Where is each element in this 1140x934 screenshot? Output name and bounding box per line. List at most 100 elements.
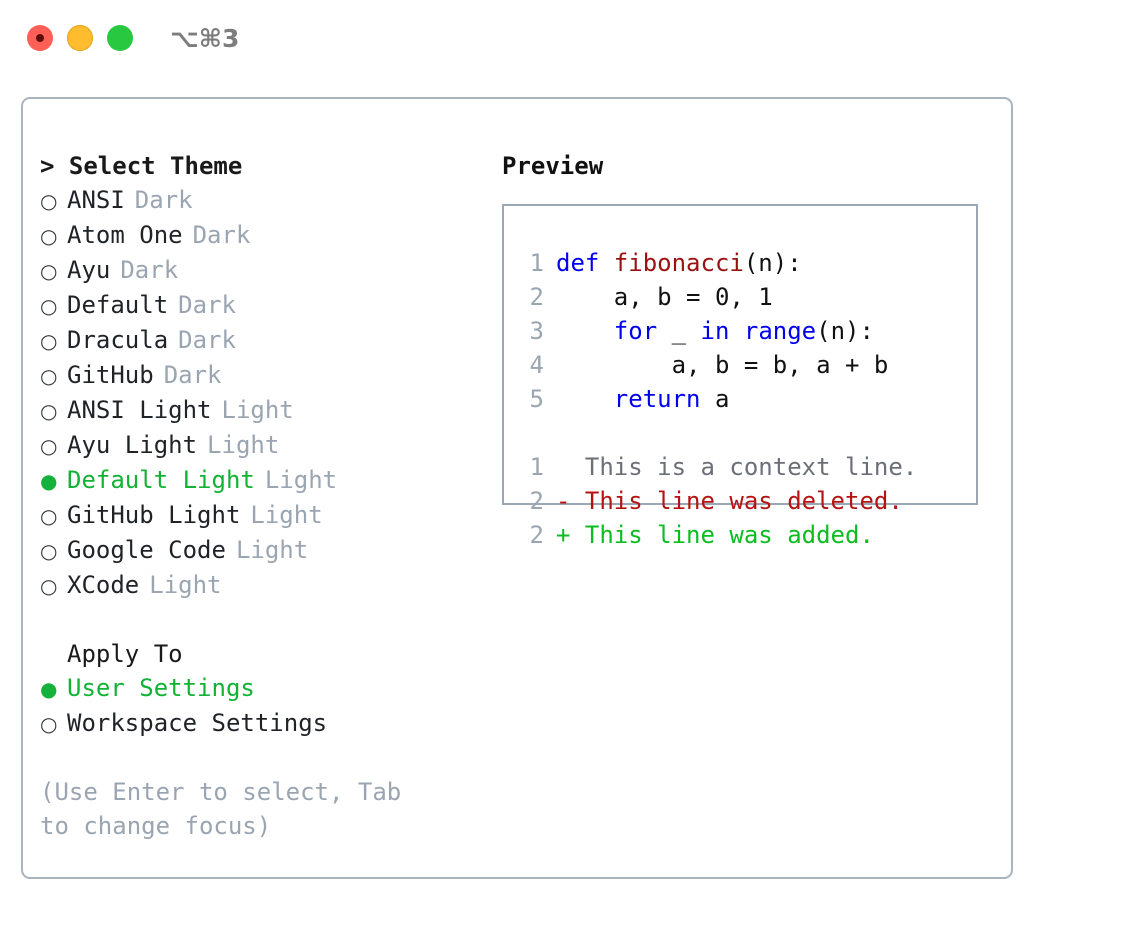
hint-spacer: [40, 741, 490, 775]
theme-mode-badge: Dark: [178, 326, 236, 354]
theme-mode-badge: Light: [149, 571, 222, 599]
code-line: 5 return a: [516, 382, 976, 416]
radio-unselected-icon: ○: [40, 364, 58, 388]
code-line-text: def fibonacci(n):: [556, 246, 802, 280]
theme-option-ayu[interactable]: ○ Ayu Dark: [40, 253, 490, 288]
theme-option-label: ANSI: [67, 186, 125, 214]
theme-option-label: GitHub Light: [67, 501, 241, 529]
close-window-button[interactable]: [27, 25, 53, 51]
diff-sample: 1 This is a context line.2- This line wa…: [516, 450, 976, 552]
diff-line-number: 2: [529, 487, 544, 515]
theme-mode-badge: Dark: [192, 221, 251, 249]
code-token-kw: def: [556, 249, 614, 277]
radio-unselected-icon: ○: [40, 189, 58, 213]
radio-unselected-icon: ○: [40, 259, 58, 283]
apply-to-option-workspace-settings[interactable]: ○ Workspace Settings: [40, 706, 490, 741]
section-spacer: [40, 603, 490, 637]
code-token-kw: return: [613, 385, 701, 413]
code-line-text: for _ in range(n):: [556, 314, 874, 348]
theme-mode-badge: Dark: [134, 186, 193, 214]
code-token-plain: a, b = 0, 1: [556, 283, 773, 311]
apply-to-option-label: User Settings: [67, 674, 255, 702]
diff-marker: -: [556, 487, 585, 515]
code-line-number: 4: [529, 351, 544, 379]
code-token-plain: (n):: [816, 317, 874, 345]
code-line-text: a, b = 0, 1: [556, 280, 773, 314]
keyboard-shortcut-label: ⌥⌘3: [170, 24, 240, 53]
code-token-kw: range: [743, 317, 817, 345]
radio-unselected-icon: ○: [40, 294, 58, 318]
minimize-window-button[interactable]: [67, 25, 93, 51]
code-line-number: 1: [529, 249, 544, 277]
radio-selected-icon: ●: [40, 677, 58, 701]
theme-option-label: Atom One: [67, 221, 183, 249]
radio-unselected-icon: ○: [40, 399, 58, 423]
apply-to-heading: Apply To: [67, 640, 183, 668]
radio-unselected-icon: ○: [40, 712, 58, 736]
code-line: 1 def fibonacci(n):: [516, 246, 976, 280]
code-token-plain: a: [700, 385, 730, 413]
zoom-window-button[interactable]: [107, 25, 133, 51]
code-diff-spacer: [516, 416, 976, 450]
theme-option-label: ANSI Light: [67, 396, 212, 424]
theme-mode-badge: Light: [235, 536, 309, 564]
diff-line: 1 This is a context line.: [516, 450, 976, 484]
apply-to-list: ● User Settings ○ Workspace Settings: [40, 671, 490, 741]
apply-to-option-user-settings[interactable]: ● User Settings: [40, 671, 490, 706]
theme-mode-badge: Dark: [120, 256, 179, 284]
theme-option-default[interactable]: ○ Default Dark: [40, 288, 490, 323]
diff-line-number: 1: [529, 453, 544, 481]
code-line-number: 2: [529, 283, 544, 311]
code-token-fn: fibonacci: [613, 249, 744, 277]
code-token-kw: for: [613, 317, 658, 345]
theme-option-label: Default Light: [67, 466, 255, 494]
code-line-number: 5: [529, 385, 544, 413]
diff-line-text: This is a context line.: [584, 453, 918, 481]
theme-mode-badge: Light: [250, 501, 323, 529]
radio-unselected-icon: ○: [40, 329, 58, 353]
theme-mode-badge: Dark: [178, 291, 236, 319]
code-token-plain: [729, 317, 743, 345]
theme-option-label: Dracula: [67, 326, 169, 354]
theme-mode-badge: Light: [264, 466, 338, 494]
theme-option-label: Ayu: [67, 256, 111, 284]
title-bar: ⌥⌘3: [0, 0, 1140, 78]
code-line-text: a, b = b, a + b: [556, 348, 889, 382]
diff-line: 2+ This line was added.: [516, 518, 976, 552]
code-line: 2 a, b = 0, 1: [516, 280, 976, 314]
theme-option-label: GitHub: [67, 361, 154, 389]
code-line: 4 a, b = b, a + b: [516, 348, 976, 382]
radio-unselected-icon: ○: [40, 224, 58, 248]
diff-line: 2- This line was deleted.: [516, 484, 976, 518]
diff-line-text: This line was added.: [584, 521, 874, 549]
keyboard-hint-text: (Use Enter to select, Tab to change focu…: [40, 778, 416, 840]
theme-option-label: XCode: [67, 571, 140, 599]
theme-option-github-light[interactable]: ○ GitHub Light Light: [40, 498, 490, 533]
radio-unselected-icon: ○: [40, 504, 58, 528]
code-token-kw: in: [700, 317, 730, 345]
theme-option-label: Default: [67, 291, 169, 319]
theme-mode-badge: Dark: [163, 361, 222, 389]
code-token-plain: [556, 385, 614, 413]
radio-unselected-icon: ○: [40, 434, 58, 458]
theme-option-github[interactable]: ○ GitHub Dark: [40, 358, 490, 393]
theme-option-atom-one[interactable]: ○ Atom One Dark: [40, 218, 490, 253]
theme-option-dracula[interactable]: ○ Dracula Dark: [40, 323, 490, 358]
apply-to-option-label: Workspace Settings: [67, 709, 328, 737]
theme-option-ansi[interactable]: ○ ANSI Dark: [40, 183, 490, 218]
traffic-lights: [27, 25, 133, 51]
diff-line-number: 2: [529, 521, 544, 549]
code-token-plain: [556, 317, 614, 345]
code-line-text: return a: [556, 382, 730, 416]
theme-option-label: Ayu Light: [67, 431, 198, 459]
diff-line-text: This line was deleted.: [584, 487, 903, 515]
